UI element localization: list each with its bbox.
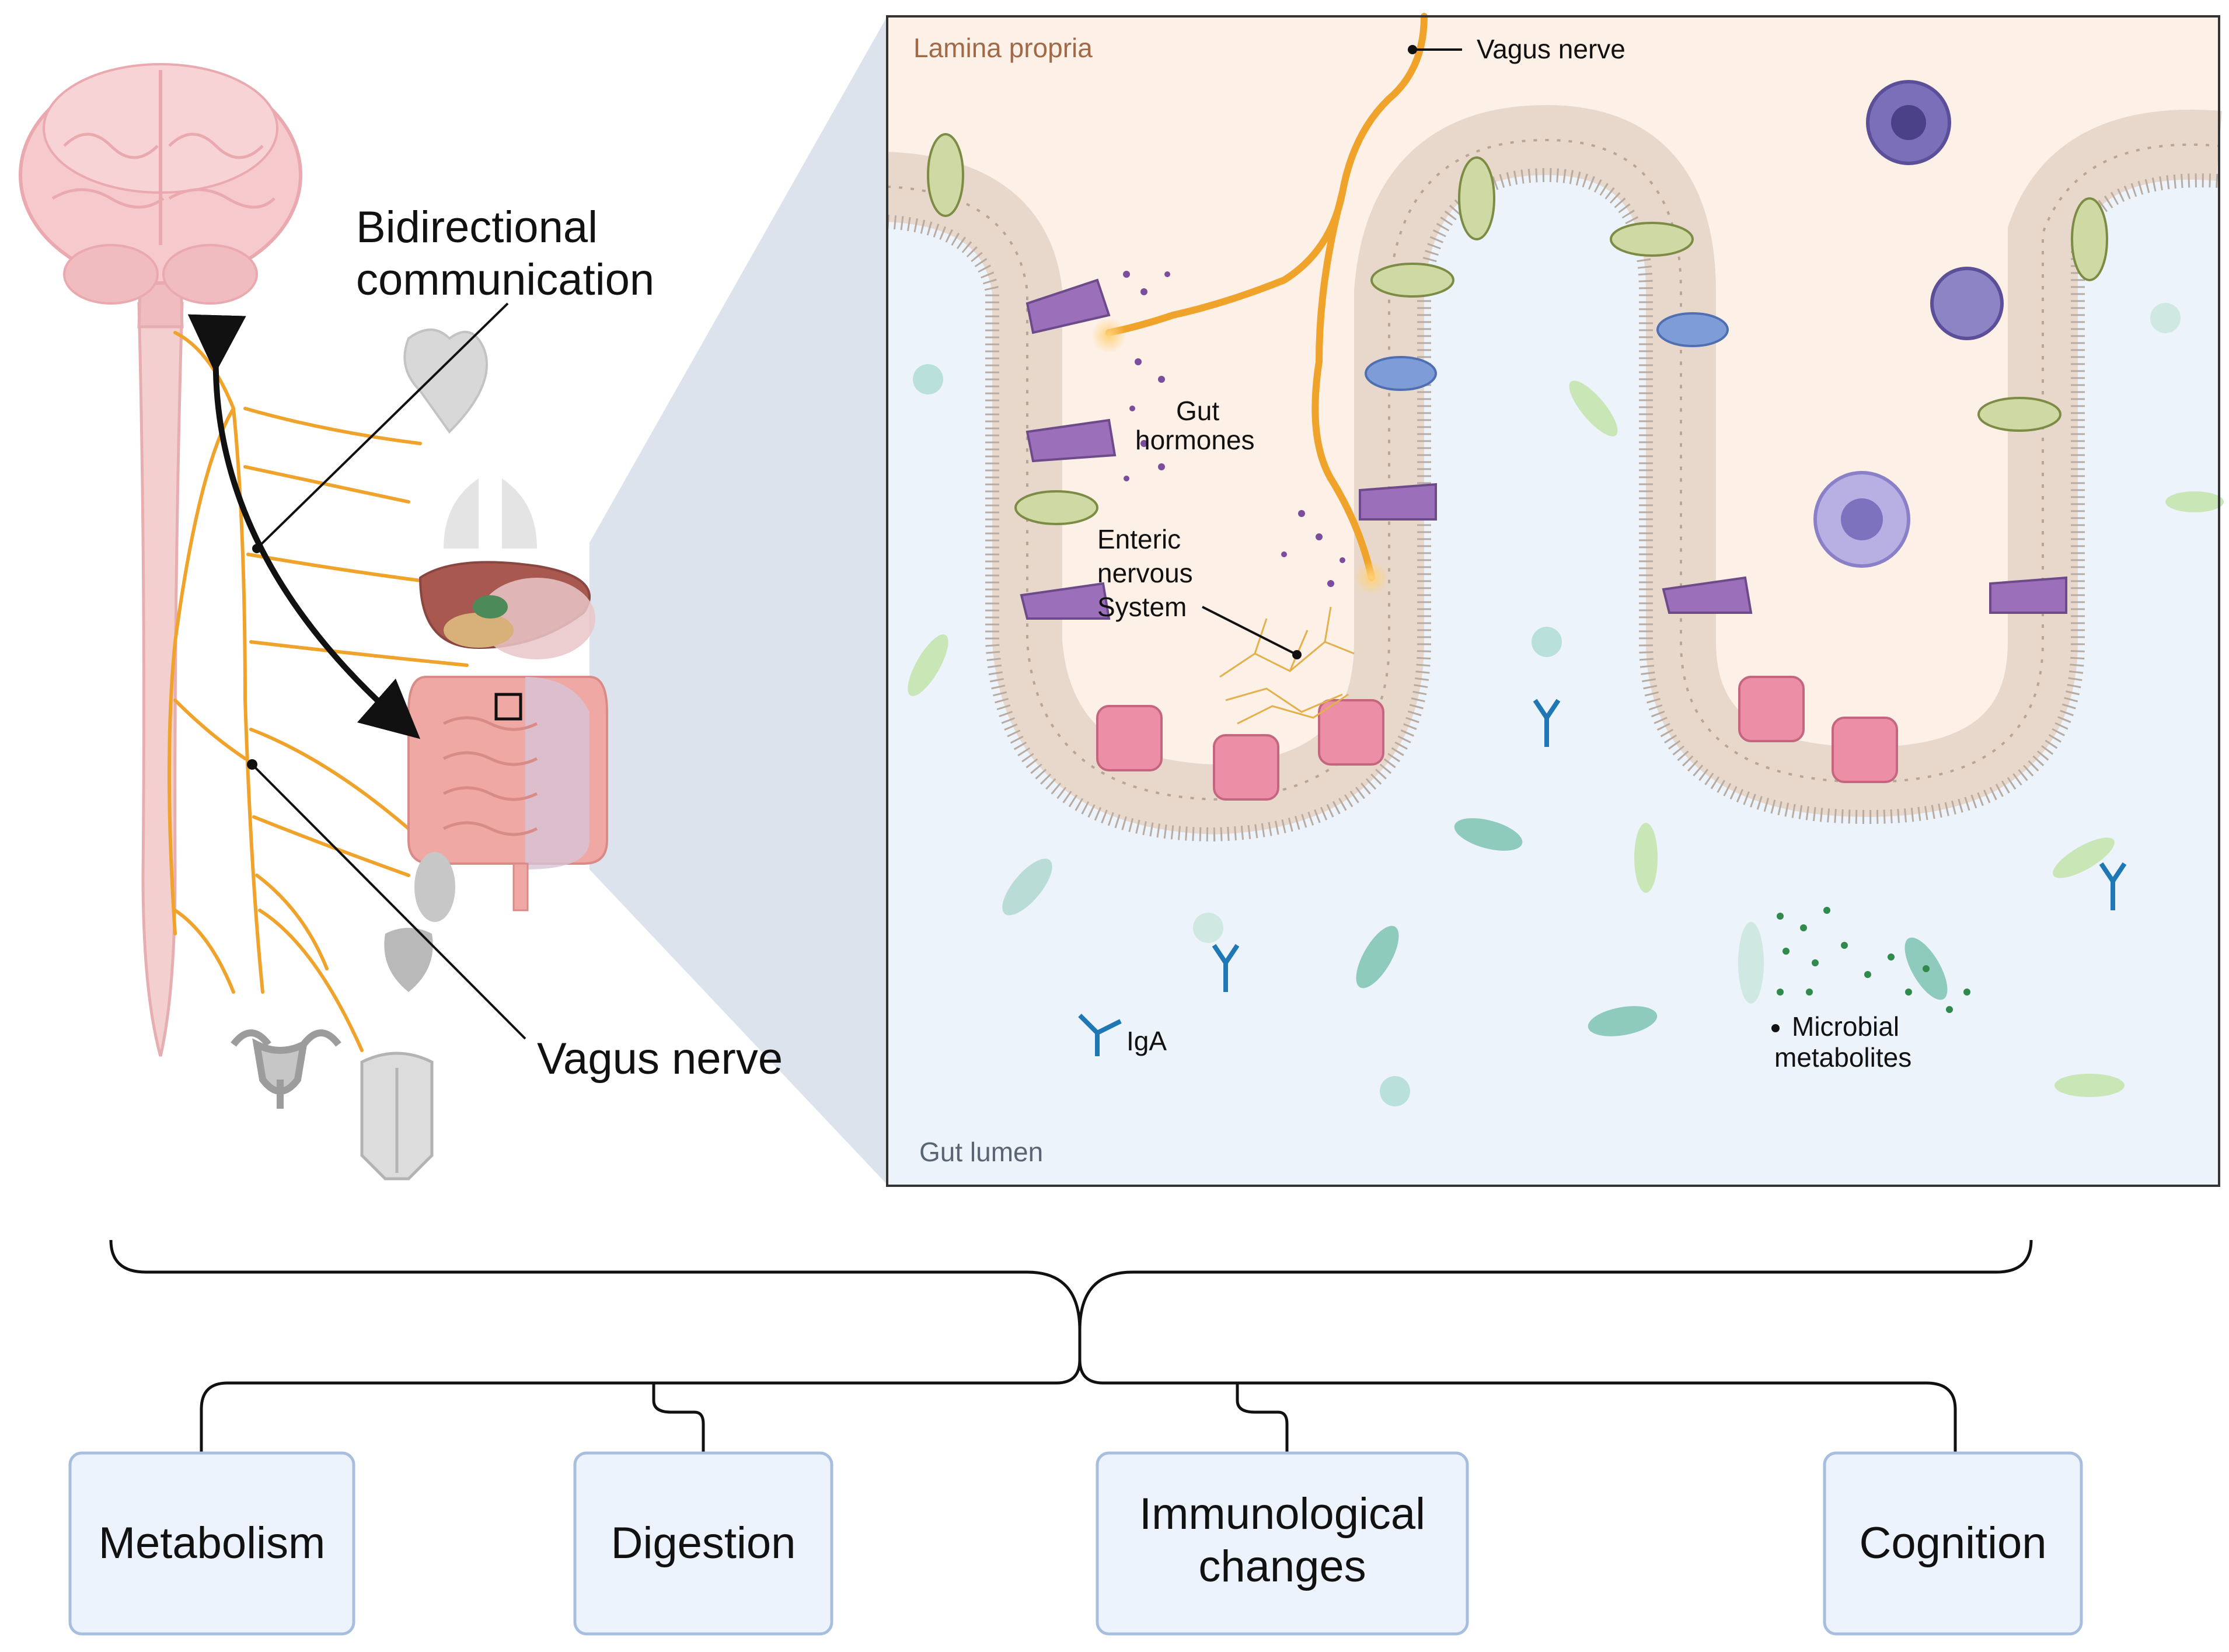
gut-inset-panel: Lamina propria Vagus nerve Gut hormones …	[885, 13, 2224, 1187]
iga-antibodies	[1078, 698, 2127, 1056]
vagus-leader-left	[251, 763, 526, 1040]
outcome-immunological: Immunological changes	[1096, 1451, 1469, 1636]
enteroendocrine-cells	[1020, 278, 2067, 620]
outcome-digestion: Digestion	[573, 1451, 833, 1636]
bidirectional-label-line1: Bidirectional	[356, 202, 598, 252]
gut-hormones-label-line1: Gut	[1176, 396, 1219, 426]
male-reproductive-icon	[360, 1052, 434, 1181]
brain	[19, 63, 302, 305]
lungs-icon	[444, 479, 537, 549]
body-anatomy	[19, 63, 608, 1181]
liver-stomach	[418, 561, 595, 659]
immune-cells	[1365, 80, 2004, 568]
brush-border	[887, 167, 2220, 842]
outcome-metabolism-label: Metabolism	[99, 1518, 326, 1568]
lamina-propria-region	[887, 16, 2219, 799]
outcome-metabolism: Metabolism	[68, 1451, 355, 1636]
outcome-cognition: Cognition	[1823, 1451, 2083, 1636]
iga-label: IgA	[1126, 1026, 1167, 1056]
outcome-cognition-label: Cognition	[1859, 1518, 2046, 1568]
gut-hormones-label-line2: hormones	[1135, 425, 1255, 455]
goblet-cells	[927, 133, 2108, 525]
zoom-wedge	[589, 16, 887, 1185]
bidirectional-label-line2: communication	[356, 255, 654, 305]
enteric-label-line3: System	[1097, 592, 1187, 622]
gut-lumen-label: Gut lumen	[919, 1137, 1043, 1167]
kidney-icon	[414, 852, 455, 922]
outcome-digestion-label: Digestion	[611, 1518, 796, 1568]
bidirectional-leader	[256, 302, 509, 550]
outcome-immunological-label-line2: changes	[1198, 1542, 1366, 1591]
gut-hormone-particles	[1123, 271, 1345, 587]
enteric-label-line2: nervous	[1097, 558, 1193, 588]
microbial-metabolites	[1777, 907, 1970, 1013]
spinal-cord	[137, 302, 184, 1057]
uterus-icon	[231, 1029, 341, 1109]
microbial-metabolites-label-line1: Microbial	[1792, 1011, 1899, 1042]
microbial-metabolites-label-line2: metabolites	[1774, 1042, 1911, 1073]
paneth-cells	[1096, 676, 1898, 801]
intestines-icon	[407, 676, 608, 911]
vagus-nerve-label-inset: Vagus nerve	[1477, 34, 1625, 64]
vagus-nerve-label-left: Vagus nerve	[537, 1034, 783, 1084]
vagus-nerve-inset	[1105, 13, 1428, 336]
heart-icon	[403, 329, 488, 434]
enteric-label-line1: Enteric	[1097, 524, 1181, 554]
lumen-microbes	[908, 303, 2224, 1106]
outcome-immunological-label-line1: Immunological	[1139, 1489, 1425, 1539]
bladder-icon	[384, 928, 433, 992]
zoom-source-box	[494, 693, 522, 721]
inset-border	[886, 15, 2220, 1187]
lamina-propria-label: Lamina propria	[913, 33, 1093, 63]
outcome-brace	[109, 1239, 2033, 1453]
left-labels: Bidirectional communication Vagus nerve	[247, 202, 783, 1084]
